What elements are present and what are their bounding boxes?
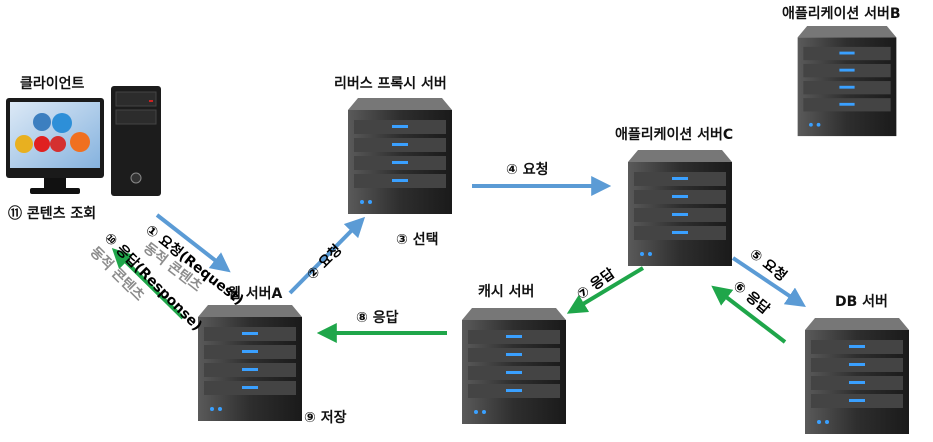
app-server-b (795, 26, 899, 138)
reverse-proxy-label: 리버스 프록시 서버 (334, 76, 447, 92)
reverse-proxy-server (348, 98, 452, 216)
arrow-1-request (155, 213, 231, 273)
web-server-label: 웹 서버A (228, 286, 283, 302)
app-server-c-label: 애플리케이션 서버C (615, 127, 734, 143)
reverse-proxy-step-label: ③ 선택 (396, 232, 439, 248)
cache-server-label: 캐시 서버 (478, 284, 535, 300)
app-server-c (628, 150, 732, 268)
web-server-a (198, 302, 302, 426)
client-label: 클라이언트 (20, 76, 85, 92)
arrow-10-response (111, 247, 185, 320)
db-server-label: DB 서버 (835, 294, 888, 310)
client-step-label: ⑪ 콘텐츠 조회 (8, 206, 97, 222)
db-server (805, 314, 909, 440)
arrow-2-request (288, 216, 366, 295)
arrow-7-response (566, 266, 645, 314)
arrow-5-request (731, 256, 806, 308)
client-computer (6, 86, 161, 198)
edge-4-label: ④ 요청 (506, 162, 549, 178)
app-server-b-label: 애플리케이션 서버B (782, 6, 901, 22)
cache-server (462, 306, 566, 428)
edge-8-label: ⑧ 응답 (356, 310, 399, 326)
arrow-6-response (711, 285, 787, 344)
web-server-step-label: ⑨ 저장 (304, 410, 347, 426)
